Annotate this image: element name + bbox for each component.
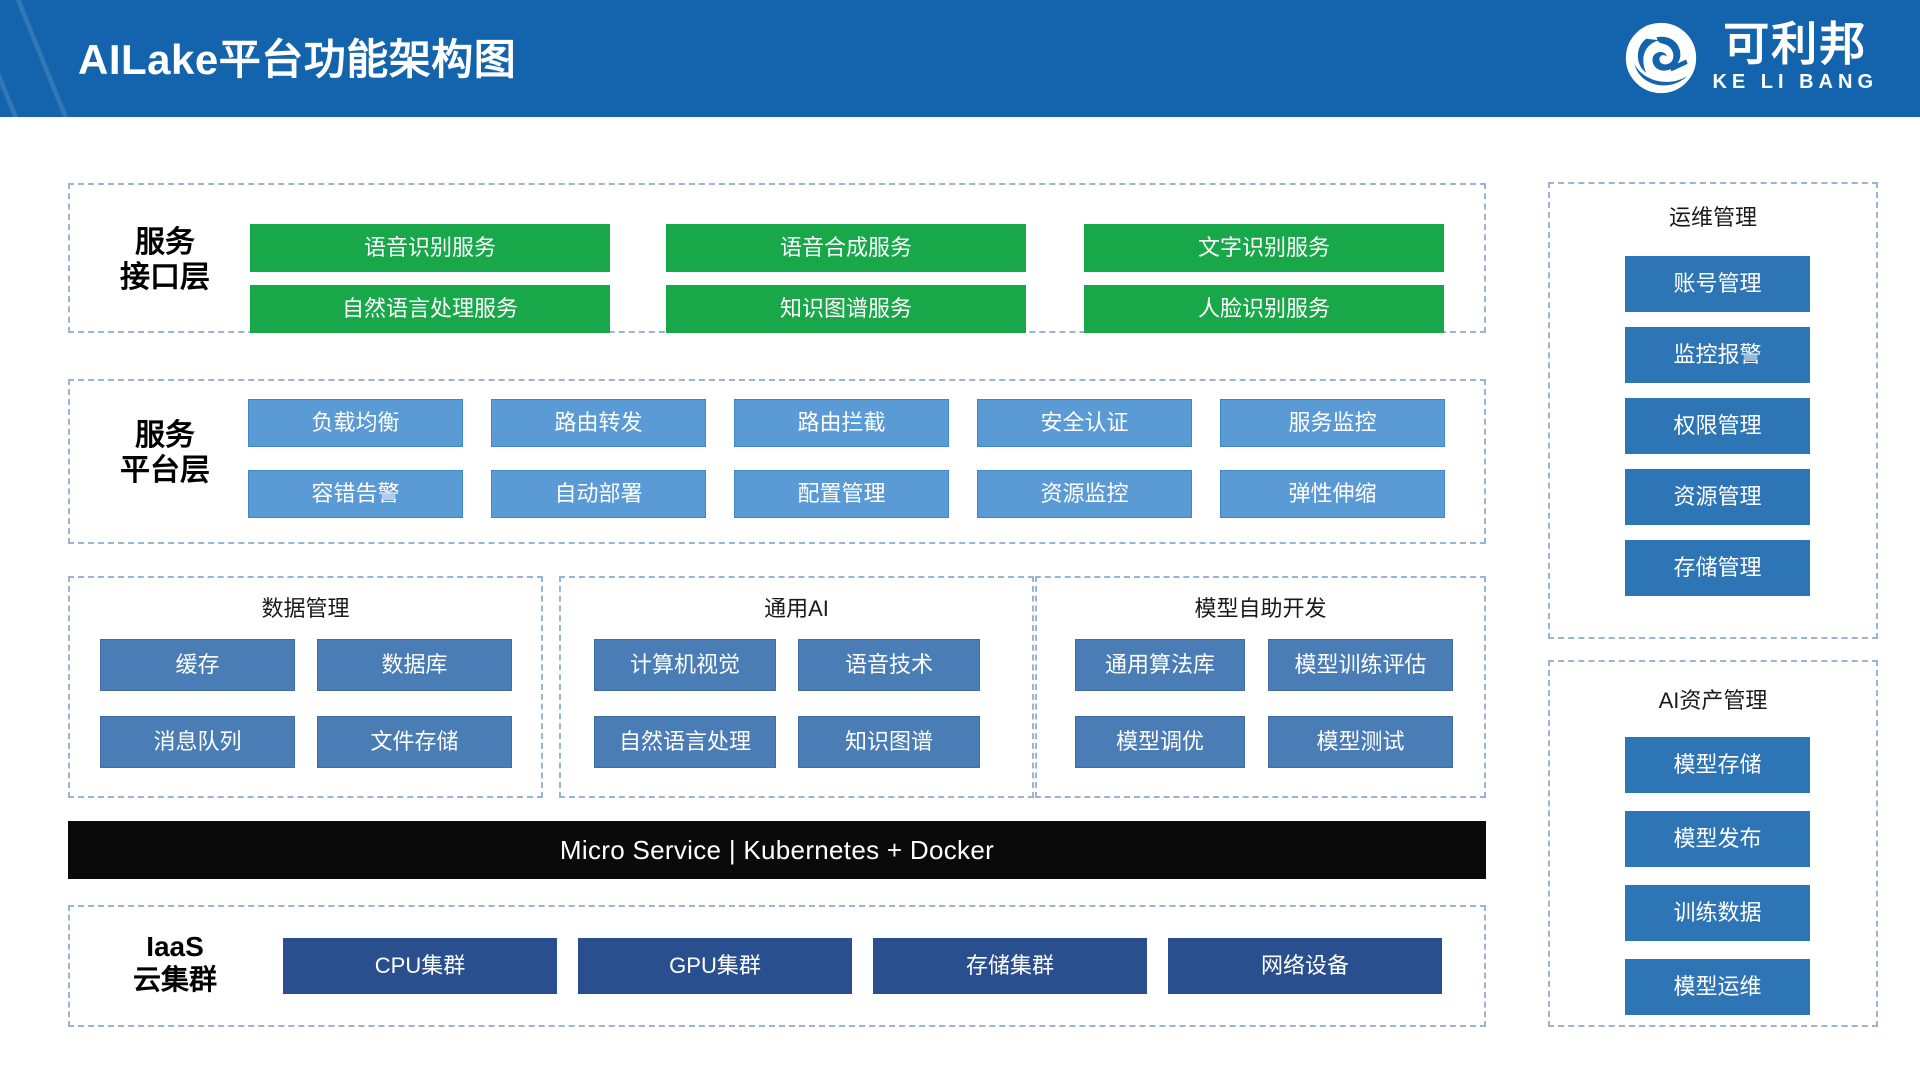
runtime-platform-label: Micro Service | Kubernetes + Docker <box>559 834 995 865</box>
platform-box-auto-deploy[interactable]: 自动部署 <box>491 470 706 518</box>
iaas-box-network-device[interactable]: 网络设备 <box>1168 938 1442 994</box>
iaas-box-gpu-cluster[interactable]: GPU集群 <box>578 938 852 994</box>
platform-box-fault-alarm[interactable]: 容错告警 <box>248 470 463 518</box>
platform-box-route-intercept[interactable]: 路由拦截 <box>734 399 949 447</box>
platform-box-security-auth[interactable]: 安全认证 <box>977 399 1192 447</box>
page-header: AILake平台功能架构图 可利邦 KE LI BANG <box>0 0 1920 117</box>
capability-box-file-storage[interactable]: 文件存储 <box>317 716 512 768</box>
capability-box-model-tuning[interactable]: 模型调优 <box>1075 716 1245 768</box>
platform-box-resource-monitor[interactable]: 资源监控 <box>977 470 1192 518</box>
service-platform-layer-label: 服务 平台层 <box>120 419 210 488</box>
brand-name-cn: 可利邦 <box>1723 18 1868 71</box>
platform-box-route-forward[interactable]: 路由转发 <box>491 399 706 447</box>
sidebar-box-storage-management[interactable]: 存储管理 <box>1625 540 1810 596</box>
sidebar-box-account-management[interactable]: 账号管理 <box>1625 256 1810 312</box>
sidebar-box-monitor-alarm[interactable]: 监控报警 <box>1625 327 1810 383</box>
sidebar-box-permission-management[interactable]: 权限管理 <box>1625 398 1810 454</box>
service-box-kg[interactable]: 知识图谱服务 <box>666 285 1026 333</box>
service-box-ocr[interactable]: 文字识别服务 <box>1084 224 1444 272</box>
service-interface-layer-label: 服务 接口层 <box>120 226 210 295</box>
page-title: AILake平台功能架构图 <box>78 36 517 83</box>
service-box-nlp[interactable]: 自然语言处理服务 <box>250 285 610 333</box>
capability-box-training-evaluation[interactable]: 模型训练评估 <box>1268 639 1453 691</box>
sidebar-group-title-ops: 运维管理 <box>1668 205 1757 230</box>
capability-box-knowledge-graph[interactable]: 知识图谱 <box>798 716 980 768</box>
sidebar-box-resource-management[interactable]: 资源管理 <box>1625 469 1810 525</box>
platform-box-elastic-scale[interactable]: 弹性伸缩 <box>1220 470 1445 518</box>
capability-box-cache[interactable]: 缓存 <box>100 639 295 691</box>
service-box-face[interactable]: 人脸识别服务 <box>1084 285 1444 333</box>
iaas-layer-label: IaaS 云集群 <box>132 931 217 996</box>
capability-group-title-data: 数据管理 <box>261 596 350 621</box>
capability-box-computer-vision[interactable]: 计算机视觉 <box>594 639 776 691</box>
capability-box-speech-tech[interactable]: 语音技术 <box>798 639 980 691</box>
capability-box-algorithm-library[interactable]: 通用算法库 <box>1075 639 1245 691</box>
capability-box-message-queue[interactable]: 消息队列 <box>100 716 295 768</box>
runtime-platform-bar: Micro Service | Kubernetes + Docker <box>68 821 1486 879</box>
capability-group-title-general-ai: 通用AI <box>764 596 829 621</box>
service-box-asr[interactable]: 语音识别服务 <box>250 224 610 272</box>
service-box-tts[interactable]: 语音合成服务 <box>666 224 1026 272</box>
platform-box-service-monitor[interactable]: 服务监控 <box>1220 399 1445 447</box>
sidebar-box-training-data[interactable]: 训练数据 <box>1625 885 1810 941</box>
kelibang-emblem-icon <box>1626 22 1697 94</box>
capability-group-title-model-dev: 模型自助开发 <box>1194 596 1327 621</box>
capability-box-database[interactable]: 数据库 <box>317 639 512 691</box>
sidebar-box-model-ops[interactable]: 模型运维 <box>1625 959 1810 1015</box>
sidebar-box-model-storage[interactable]: 模型存储 <box>1625 737 1810 793</box>
platform-box-config-manage[interactable]: 配置管理 <box>734 470 949 518</box>
brand-name-en: KE LI BANG <box>1712 70 1878 93</box>
brand-logo: 可利邦 KE LI BANG <box>1624 18 1878 98</box>
iaas-box-cpu-cluster[interactable]: CPU集群 <box>283 938 557 994</box>
capability-box-nlp[interactable]: 自然语言处理 <box>594 716 776 768</box>
capability-box-model-testing[interactable]: 模型测试 <box>1268 716 1453 768</box>
sidebar-group-title-ai-asset: AI资产管理 <box>1658 688 1768 713</box>
sidebar-box-model-release[interactable]: 模型发布 <box>1625 811 1810 867</box>
iaas-box-storage-cluster[interactable]: 存储集群 <box>873 938 1147 994</box>
platform-box-load-balance[interactable]: 负载均衡 <box>248 399 463 447</box>
